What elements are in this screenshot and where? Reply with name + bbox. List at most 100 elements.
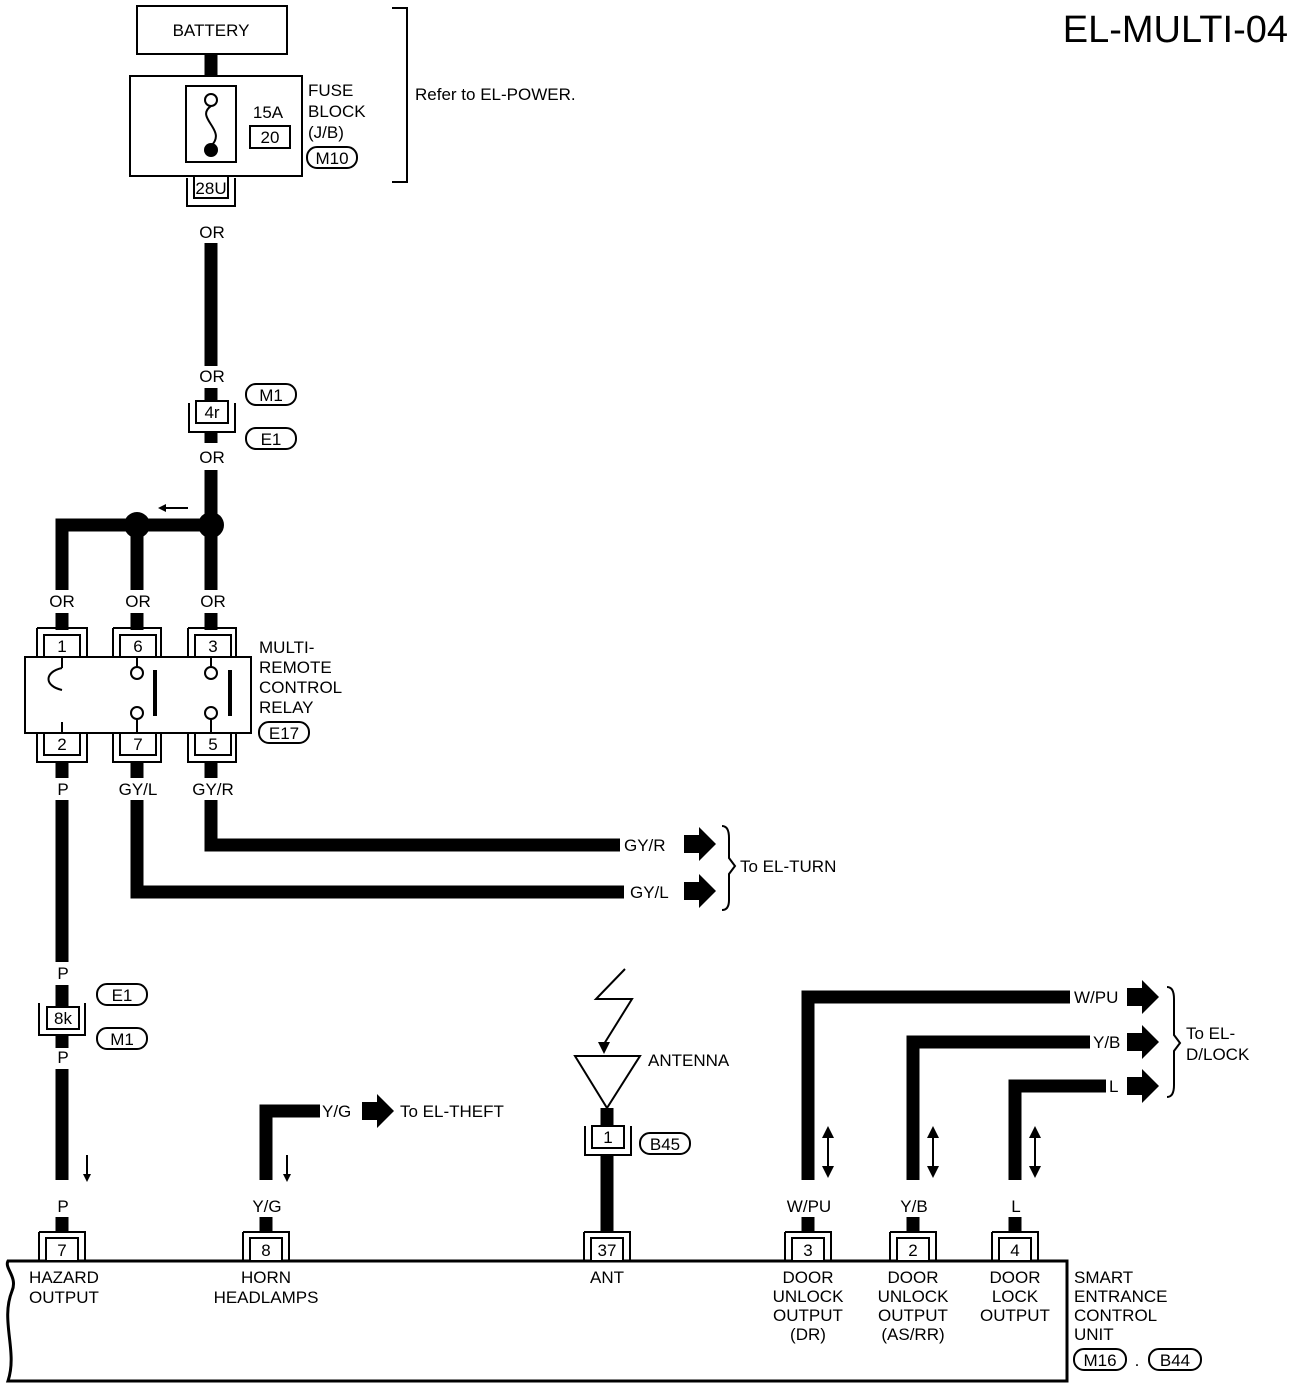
wire-y-b-unit: Y/B <box>900 1197 927 1216</box>
gy-l-wire <box>130 800 624 899</box>
unit-connector-2-oval <box>1148 1348 1202 1371</box>
wire-y-b-out: Y/B <box>1093 1033 1120 1052</box>
lock-label-2: LOCK <box>992 1287 1039 1306</box>
fuse-block-label-3: (J/B) <box>308 123 344 142</box>
y-b-arrow <box>1127 1025 1159 1059</box>
relay-connector: E17 <box>269 724 299 743</box>
w-pu-arrow <box>1127 980 1159 1014</box>
wire-or-mid1: OR <box>199 367 225 386</box>
gy-r-wire <box>204 800 620 852</box>
relay-connector-oval <box>258 721 310 744</box>
asrr-label-4: (AS/RR) <box>881 1325 944 1344</box>
fuse-block-label-2: BLOCK <box>308 102 366 121</box>
unit-label-1: SMART <box>1074 1268 1133 1287</box>
l-arrow <box>1127 1069 1159 1103</box>
battery-box <box>136 5 288 55</box>
relay-pin-5: 5 <box>208 735 217 754</box>
relay-label-3: CONTROL <box>259 678 342 697</box>
joint-1-terminal: 4r <box>204 403 219 422</box>
relay-label-4: RELAY <box>259 698 314 717</box>
fuse-block-connector-oval <box>306 146 358 169</box>
unit-connector-1: M16 <box>1083 1351 1116 1370</box>
ref-dlock-1: To EL- <box>1186 1024 1235 1043</box>
refer-power-note: Refer to EL-POWER. <box>415 85 576 104</box>
ref-turn: To EL-TURN <box>740 857 836 876</box>
fuse-amperage: 15A <box>253 103 284 122</box>
y-b-wire <box>906 1035 1090 1180</box>
battery-label: BATTERY <box>173 21 250 40</box>
relay-label-2: REMOTE <box>259 658 332 677</box>
wire-l-out: L <box>1109 1077 1118 1096</box>
wire-p-lower: P <box>57 1048 68 1067</box>
wire-or-mid2: OR <box>199 448 225 467</box>
horn-label-2: HEADLAMPS <box>214 1288 319 1307</box>
refer-bracket <box>392 7 408 183</box>
relay-pin-7: 7 <box>133 735 142 754</box>
wire-gy-r-relay: GY/R <box>192 780 234 799</box>
gy-r-arrow <box>684 827 716 861</box>
gy-l-arrow <box>684 874 716 908</box>
unit-terminal-7: 7 <box>57 1241 66 1260</box>
relay-label-1: MULTI- <box>259 638 314 657</box>
wire-w-pu-unit: W/PU <box>787 1197 831 1216</box>
unit-label-4: UNIT <box>1074 1325 1114 1344</box>
unit-terminal-4: 4 <box>1010 1241 1019 1260</box>
ant-label: ANT <box>590 1268 624 1287</box>
wire-gy-l-relay: GY/L <box>119 780 158 799</box>
wire-gy-l-out: GY/L <box>630 883 669 902</box>
unit-connector-1-oval <box>1073 1348 1127 1371</box>
fuse-terminal: 28U <box>195 179 226 198</box>
unit-label-2: ENTRANCE <box>1074 1287 1168 1306</box>
wire-l-unit: L <box>1011 1197 1020 1216</box>
joint-1-connector-top-oval <box>245 383 297 406</box>
wire-p-upper: P <box>57 964 68 983</box>
signal-bolt <box>593 968 634 1045</box>
wire-or-top: OR <box>199 223 225 242</box>
ref-theft: To EL-THEFT <box>400 1102 504 1121</box>
relay-pin-1: 1 <box>57 637 66 656</box>
antenna-connector-oval <box>639 1132 691 1155</box>
lock-label-3: OUTPUT <box>980 1306 1050 1325</box>
wire-y-g-out: Y/G <box>322 1102 351 1121</box>
smart-entrance-control-unit <box>5 1231 1069 1383</box>
lock-label-1: DOOR <box>990 1268 1041 1287</box>
unit-connector-2: B44 <box>1160 1351 1190 1370</box>
turn-bracket <box>721 825 737 911</box>
multi-remote-control-relay <box>24 613 252 763</box>
fuse-block: 15A 20 <box>129 75 303 177</box>
antenna-terminal: 1 <box>603 1128 612 1147</box>
fuse-block-label-1: FUSE <box>308 81 353 100</box>
unit-terminal-3: 3 <box>803 1241 812 1260</box>
dr-label-2: UNLOCK <box>773 1287 845 1306</box>
joint-1-connector-bottom-oval <box>245 427 297 450</box>
asrr-label-1: DOOR <box>888 1268 939 1287</box>
relay-pin-2: 2 <box>57 735 66 754</box>
asrr-label-2: UNLOCK <box>878 1287 950 1306</box>
horn-label-1: HORN <box>241 1268 291 1287</box>
joint-2-connector-bottom: M1 <box>110 1030 134 1049</box>
joint-2-connector-bottom-oval <box>96 1027 148 1050</box>
wire-gy-r-out: GY/R <box>624 836 666 855</box>
wire-or-relay-6: OR <box>125 592 151 611</box>
wire-or-relay-3: OR <box>200 592 226 611</box>
hazard-label-2: OUTPUT <box>29 1288 99 1307</box>
wire-w-pu-out: W/PU <box>1074 988 1118 1007</box>
joint-1-connector-top: M1 <box>259 386 283 405</box>
joint-1-connector-bottom: E1 <box>261 430 282 449</box>
fuse-block-connector: M10 <box>315 149 348 168</box>
unit-terminal-37: 37 <box>598 1241 617 1260</box>
relay-pin-6: 6 <box>133 637 142 656</box>
antenna-label: ANTENNA <box>648 1051 730 1070</box>
joint-2-connector-top-oval <box>96 983 148 1006</box>
unit-terminal-8: 8 <box>261 1241 270 1260</box>
asrr-label-3: OUTPUT <box>878 1306 948 1325</box>
dr-label-3: OUTPUT <box>773 1306 843 1325</box>
wire-y-g-unit: Y/G <box>252 1197 281 1216</box>
bidirectional-arrows <box>822 1126 1041 1178</box>
y-g-arrow <box>362 1094 394 1128</box>
unit-terminal-2: 2 <box>908 1241 917 1260</box>
antenna-symbol <box>573 1055 642 1110</box>
page-title: EL-MULTI-04 <box>1063 9 1288 51</box>
unit-connector-separator: . <box>1135 1351 1140 1370</box>
